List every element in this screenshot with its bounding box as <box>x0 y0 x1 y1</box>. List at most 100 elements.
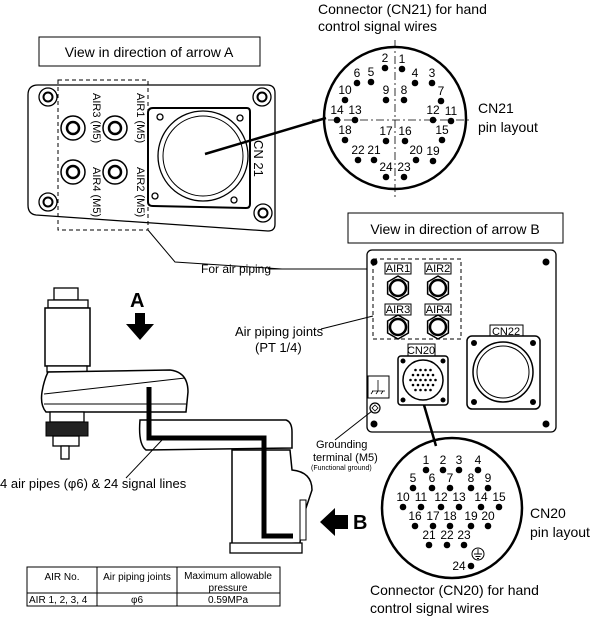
cn21-pin: 13 <box>348 103 362 124</box>
air-port-3: AIR3 <box>384 303 412 340</box>
pin-number: 24 <box>379 160 393 174</box>
pin-dot <box>424 378 427 382</box>
pin-number: 5 <box>410 471 417 485</box>
cn20-title-line2: control signal wires <box>370 600 489 616</box>
pin-dot <box>414 388 417 392</box>
pin-number: 20 <box>481 509 495 523</box>
pin-number: 10 <box>396 490 410 504</box>
cn21-pin: 19 <box>426 144 440 165</box>
pin-number: 14 <box>474 490 488 504</box>
cn20-pin: 8 <box>468 471 475 492</box>
ground-icon <box>370 380 385 395</box>
pin-number: 8 <box>401 83 408 97</box>
pin-dot <box>416 383 420 387</box>
table-header-pressure: Maximum allowable <box>184 571 272 582</box>
scara-robot: A B 4 air pipes (φ6) & 24 signal lines <box>0 287 367 554</box>
cn20-pin: 14 <box>474 490 488 511</box>
pin-number: 22 <box>351 143 365 157</box>
pin-number: 23 <box>397 160 411 174</box>
pin-number: 12 <box>434 490 448 504</box>
pin-dot <box>429 368 432 372</box>
cn21-pin: 22 <box>351 143 365 164</box>
pin-dot <box>414 378 417 382</box>
cn20-pin: 5 <box>410 471 417 492</box>
pin-dot <box>419 378 422 382</box>
pin-dot <box>431 383 435 387</box>
pin-number: 16 <box>408 509 422 523</box>
view-arrow-b: View in direction of arrow B AIR1 AIR2AIR… <box>235 212 564 472</box>
cn21-leader <box>204 116 327 156</box>
pin-dot <box>429 378 432 382</box>
pin-number: 19 <box>464 509 478 523</box>
pin-number: 17 <box>426 509 440 523</box>
port-label-air3: AIR3 (M5) <box>90 93 102 143</box>
air-port-1: AIR1 <box>384 262 412 301</box>
view-a-title-box <box>38 36 261 67</box>
cn21-pin: 5 <box>368 65 375 86</box>
cn21-pin: 17 <box>379 124 393 145</box>
pin-number: 5 <box>368 65 375 79</box>
ground-pin-icon <box>471 547 485 561</box>
pin-number: 8 <box>468 471 475 485</box>
air-port-label: AIR2 <box>426 263 450 275</box>
cn21-pin: 20 <box>409 143 423 164</box>
grounding-label-line3: (Functional ground) <box>311 465 372 472</box>
air-port-4: AIR4 <box>424 303 452 340</box>
cn20-pin: 3 <box>456 453 463 474</box>
table-cell: 0.59MPa <box>208 595 248 606</box>
cn21-pin: 14 <box>330 103 344 124</box>
pin-dot <box>421 373 425 377</box>
cn20-pin: 24 <box>452 559 475 573</box>
cn21-title-line2: control signal wires <box>318 18 437 34</box>
cn20-pin: 10 <box>396 490 410 511</box>
pin-dot <box>424 388 427 392</box>
pin-number: 1 <box>423 453 430 467</box>
cn21-connector-label: CN 21 <box>251 140 266 177</box>
pin-dot <box>419 388 422 392</box>
table-cell: φ6 <box>131 595 143 606</box>
pin-number: 9 <box>485 471 492 485</box>
cn20-layout-line2: pin layout <box>530 524 590 540</box>
pin-dot <box>426 383 430 387</box>
cn20-pin: 15 <box>492 490 506 511</box>
cn20-pin: 16 <box>408 509 422 530</box>
table-header-pressure-2: pressure <box>209 583 248 594</box>
pin-number: 22 <box>440 528 454 542</box>
cn20-label: CN20 <box>407 345 435 357</box>
cn21-pin: 2 <box>382 51 389 72</box>
view-b-title: View in direction of arrow B <box>370 221 539 237</box>
pin-number: 6 <box>354 66 361 80</box>
pin-number: 3 <box>429 66 436 80</box>
pin-number: 18 <box>443 509 457 523</box>
pin-number: 6 <box>429 471 436 485</box>
pin-number: 1 <box>399 52 406 66</box>
cn20-pin: 2 <box>440 453 447 474</box>
pin-number: 24 <box>452 559 466 573</box>
cn20-pin: 6 <box>429 471 436 492</box>
air-port-label: AIR4 <box>426 304 450 316</box>
table-header-joints: Air piping joints <box>103 572 171 583</box>
screws <box>370 258 550 428</box>
pin-dot <box>434 378 437 382</box>
cn20-pin: 9 <box>485 471 492 492</box>
pin-dot <box>411 383 415 387</box>
pin-number: 11 <box>415 490 428 504</box>
pin-dot <box>409 378 412 382</box>
pin-number: 11 <box>445 104 458 118</box>
air-joints-label-line2: (PT 1/4) <box>255 340 302 355</box>
pin-number: 20 <box>409 143 423 157</box>
pin-dot <box>411 373 415 377</box>
air-ports-a <box>60 115 128 185</box>
pin-number: 15 <box>492 490 506 504</box>
pin-number: 9 <box>383 83 390 97</box>
cn21-pin: 10 <box>338 83 352 104</box>
cn21-pin: 21 <box>367 143 381 164</box>
cn21-title-line1: Connector (CN21) for hand <box>318 1 487 17</box>
cn20-pin: 1 <box>423 453 430 474</box>
port-label-air2: AIR2 (M5) <box>134 167 146 217</box>
pin-number: 4 <box>412 66 419 80</box>
pin-number: 13 <box>348 103 362 117</box>
pin-number: 21 <box>422 528 436 542</box>
